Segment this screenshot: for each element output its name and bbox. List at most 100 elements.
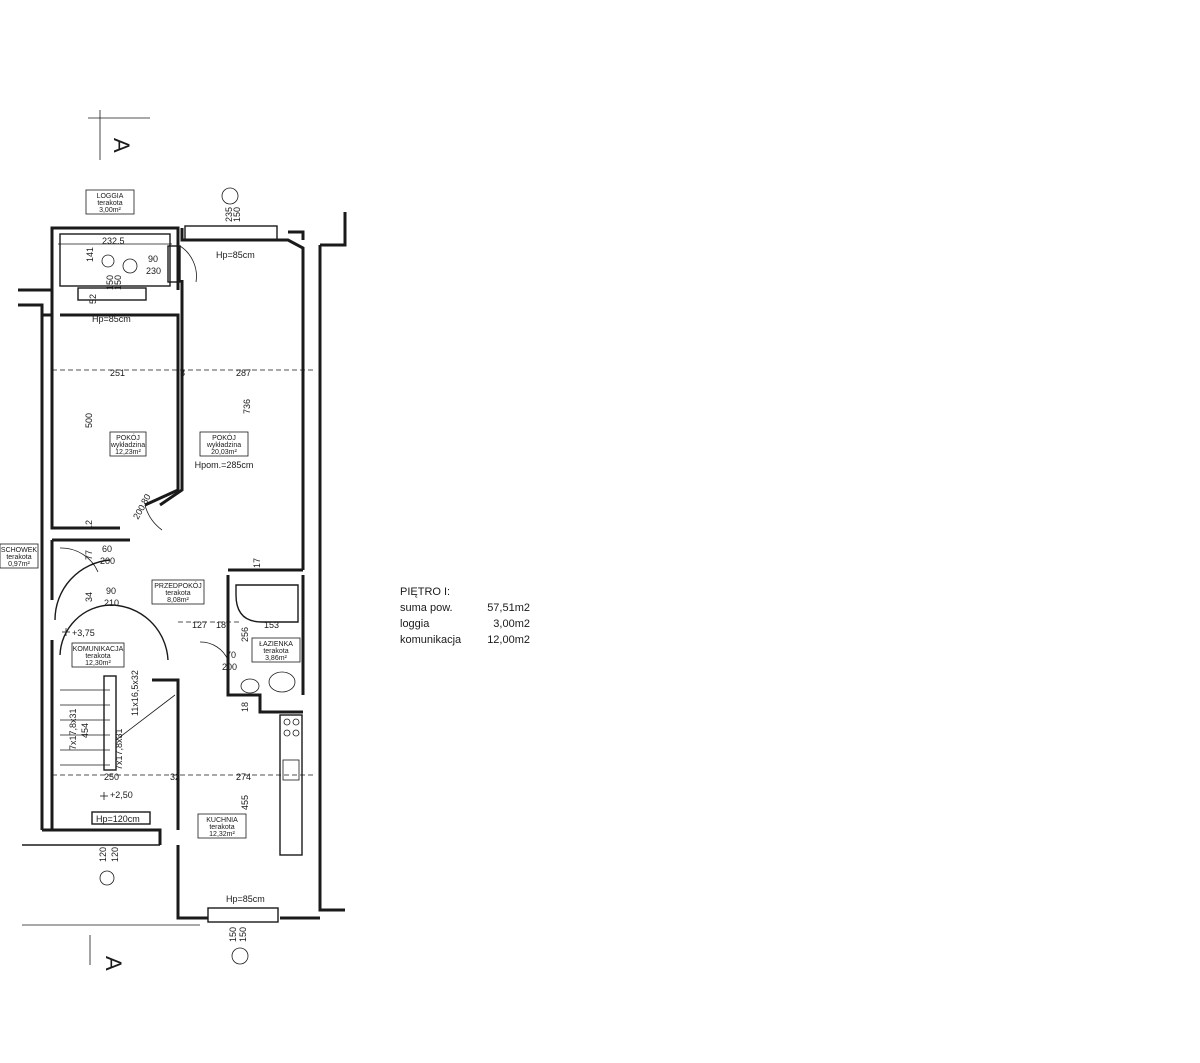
- dim-top-win-b: 150: [232, 207, 242, 222]
- dim-loggia-width: 232.5: [102, 236, 125, 246]
- dim-kitchen-win-a: 150: [228, 927, 238, 942]
- dim-wall-12: 12: [84, 520, 94, 530]
- dim-wall-17: 17: [252, 558, 262, 568]
- kuchnia-area: 12,32m²: [209, 831, 235, 838]
- komunikacja-area: 12,30m²: [85, 660, 111, 667]
- dim-height-455: 455: [240, 795, 250, 810]
- area-summary: PIĘTRO I: suma pow. 57,51m2 loggia 3,00m…: [400, 584, 530, 648]
- dim-door-pokoj-w: 80: [139, 492, 153, 506]
- dim-door-schowek-h: 200: [100, 556, 115, 566]
- dim-door-hall-h: 210: [104, 598, 119, 608]
- summary-komunikacja-label: komunikacja: [400, 634, 462, 646]
- room-label-komunikacja: KOMUNIKACJA terakota 12,30m²: [71, 642, 125, 668]
- dim-wall-32: 32: [170, 772, 180, 782]
- section-mark-top: A: [88, 110, 150, 160]
- dim-bath-256: 256: [240, 627, 250, 642]
- dim-stair-454: 454: [80, 723, 90, 738]
- dim-door-hall-w: 90: [106, 586, 116, 596]
- sill-stair-window: Hp=120cm: [96, 814, 140, 824]
- lazienka-finish: terakota: [263, 648, 288, 655]
- loggia-window: [77, 287, 147, 301]
- dim-hall-34: 34: [84, 592, 94, 602]
- lazienka-area: 3,86m²: [265, 655, 287, 662]
- dim-height-500: 500: [84, 413, 94, 428]
- kitchen-window: [207, 907, 279, 923]
- dim-schowek: 77: [84, 550, 94, 560]
- dim-hall-127: 127: [192, 620, 207, 630]
- section-mark-bottom: A: [89, 935, 126, 971]
- schowek-name: SCHOWEK: [1, 547, 38, 554]
- dim-loggia-win-a: 150: [105, 275, 115, 290]
- dim-bath-153: 153: [264, 620, 279, 630]
- dim-stair-win-a: 120: [98, 847, 108, 862]
- room-label-pokoj-large: POKÓJ wykładzina 20,03m² Hpom.=285cm: [195, 431, 254, 470]
- pokoj-large-height: Hpom.=285cm: [195, 460, 254, 470]
- przedpokoj-finish: terakota: [165, 590, 190, 597]
- dim-hall-18: 18: [216, 620, 226, 630]
- loggia-name: LOGGIA: [97, 193, 124, 200]
- dim-door-bath-h: 200: [222, 662, 237, 672]
- summary-row-total: suma pow. 57,51m2: [400, 600, 530, 616]
- dim-loggia-win-b: 150: [113, 275, 123, 290]
- kuchnia-name: KUCHNIA: [206, 817, 238, 824]
- summary-row-loggia: loggia 3,00m2: [400, 616, 530, 632]
- dim-loggia-depth: 141: [85, 247, 95, 262]
- pokoj-small-finish: wykładzina: [110, 442, 145, 449]
- level-lower: +2,50: [110, 790, 133, 800]
- dim-height-736: 736: [242, 399, 252, 414]
- summary-loggia-value: 3,00m2: [493, 618, 530, 630]
- exterior-walls: [18, 212, 347, 926]
- level-upper: +3,75: [72, 628, 95, 638]
- przedpokoj-name: PRZEDPOKÓJ: [154, 581, 201, 590]
- loggia-door: [167, 245, 181, 283]
- komunikacja-name: KOMUNIKACJA: [73, 646, 124, 653]
- summary-komunikacja-value: 12,00m2: [487, 634, 530, 646]
- loggia: [58, 187, 278, 301]
- dim-door-bath-w: 70: [226, 650, 236, 660]
- sill-loggia-door: Hp=85cm: [216, 250, 255, 260]
- loggia-finish: terakota: [97, 200, 122, 207]
- pokoj-small-area: 12,23m²: [115, 449, 141, 456]
- sill-kitchen-window: Hp=85cm: [226, 894, 265, 904]
- dim-wall-52: 52: [88, 294, 98, 304]
- loggia-area: 3,00m²: [99, 207, 121, 214]
- room-label-przedpokoj: PRZEDPOKÓJ terakota 8,08m²: [151, 579, 205, 605]
- komunikacja-finish: terakota: [85, 653, 110, 660]
- dim-kitchen-win-b: 150: [238, 927, 248, 942]
- pokoj-small-name: POKÓJ: [116, 433, 140, 442]
- dim-stair-upper: 11x16,5x32: [130, 670, 140, 716]
- top-window: [184, 225, 278, 241]
- level-mark-upper: +3,75: [62, 628, 95, 638]
- dim-door-schowek-w: 60: [102, 544, 112, 554]
- kitchen-fixtures: [207, 714, 303, 965]
- summary-loggia-label: loggia: [400, 618, 430, 630]
- stairs: [54, 559, 176, 886]
- dim-wall-8: 8: [180, 368, 185, 378]
- dim-width-274: 274: [236, 772, 251, 782]
- summary-title: PIĘTRO I:: [400, 586, 451, 598]
- dim-stair-lower-b: 7x17,8x31: [114, 728, 124, 770]
- door-swings: [59, 504, 229, 661]
- room-label-lazienka: ŁAZIENKA terakota 3,86m²: [251, 637, 301, 663]
- pokoj-large-finish: wykładzina: [206, 442, 241, 449]
- dim-width-287: 287: [236, 368, 251, 378]
- dimension-labels: 232.5 141 150 150 235 150 90 230 52 251 …: [68, 207, 279, 942]
- summary-total-label: suma pow.: [400, 602, 453, 614]
- dim-door-loggia-w: 90: [148, 254, 158, 264]
- room-label-kuchnia: KUCHNIA terakota 12,32m²: [197, 813, 247, 839]
- level-mark-lower: +2,50: [100, 790, 133, 800]
- przedpokoj-area: 8,08m²: [167, 597, 189, 604]
- pokoj-large-name: POKÓJ: [212, 433, 236, 442]
- pokoj-large-area: 20,03m²: [211, 449, 237, 456]
- dim-width-250: 250: [104, 772, 119, 782]
- dim-width-251: 251: [110, 368, 125, 378]
- dim-stair-lower: 7x17,8x31: [68, 708, 78, 750]
- room-label-pokoj-small: POKÓJ wykładzina 12,23m²: [109, 431, 147, 457]
- interior-walls: [50, 280, 315, 830]
- section-label-top: A: [109, 138, 134, 153]
- section-label-bottom: A: [101, 956, 126, 971]
- schowek-finish: terakota: [6, 554, 31, 561]
- dim-top-win-a: 235: [224, 207, 234, 222]
- room-label-schowek: SCHOWEK terakota 0,97m²: [0, 543, 39, 569]
